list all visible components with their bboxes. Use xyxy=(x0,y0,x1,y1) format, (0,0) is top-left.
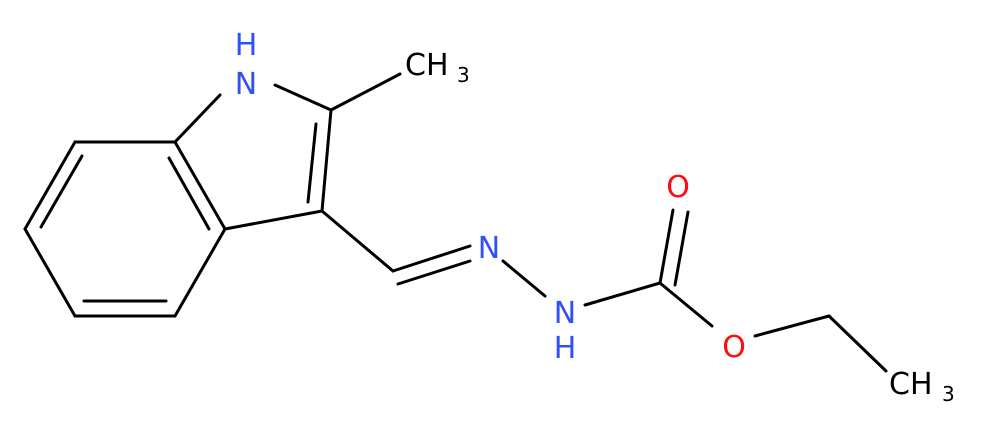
atom-n: N xyxy=(235,67,257,102)
atom-n: N xyxy=(478,231,500,266)
bond xyxy=(673,210,690,287)
atom-o: O xyxy=(666,170,690,205)
bond-lines xyxy=(23,72,888,373)
bond xyxy=(173,93,222,144)
ester-o-label: O xyxy=(722,330,746,365)
bond xyxy=(320,209,395,273)
bond xyxy=(273,83,333,112)
bond xyxy=(23,227,77,318)
bond xyxy=(658,208,675,285)
imine-n-label: N xyxy=(478,231,500,266)
atom-ch: CH xyxy=(405,48,449,83)
bond xyxy=(391,244,472,273)
atom-h: H xyxy=(235,28,258,63)
bond xyxy=(501,259,547,298)
ethyl-ch3-label: CH 3 xyxy=(889,367,955,406)
bond xyxy=(39,154,84,229)
bond xyxy=(658,281,714,328)
bond xyxy=(396,259,472,286)
bond xyxy=(583,281,662,307)
atom-h: H xyxy=(554,331,577,366)
subscript: 3 xyxy=(457,63,470,87)
bond xyxy=(329,72,402,112)
methyl-label: CH 3 xyxy=(405,48,470,87)
bond xyxy=(827,314,888,373)
subscript: 3 xyxy=(942,382,955,406)
atom-labels: H N CH 3 N N H O O CH 3 xyxy=(235,28,955,406)
bond xyxy=(306,122,318,204)
bond xyxy=(173,140,227,231)
indole-nh-label: H N xyxy=(235,28,258,102)
bond xyxy=(753,314,831,338)
bond xyxy=(320,108,333,213)
bond xyxy=(23,140,77,231)
bond xyxy=(167,156,211,231)
atom-o: O xyxy=(722,330,746,365)
bond xyxy=(223,209,324,231)
atom-n: N xyxy=(554,296,576,331)
hydrazide-nh-label: N H xyxy=(554,296,577,366)
bond xyxy=(173,227,227,318)
atom-ch: CH xyxy=(889,367,933,402)
carbonyl-o-label: O xyxy=(666,170,690,205)
